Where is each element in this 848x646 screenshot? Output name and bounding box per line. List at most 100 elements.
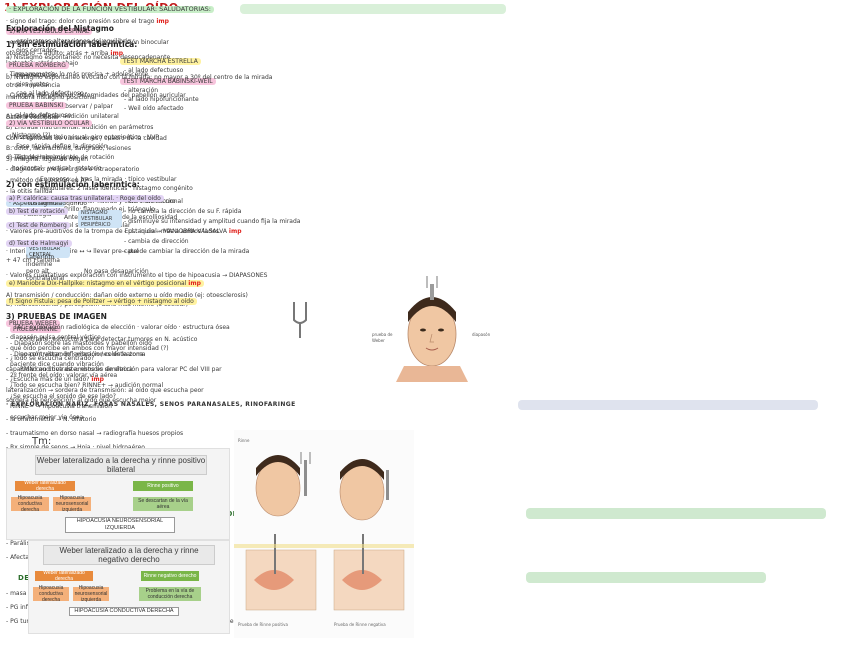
card-box: Hipoacusia conductiva derecha [33, 585, 69, 603]
card-title: Weber lateralizado a la derecha y rinne … [35, 455, 207, 475]
note-line: B) Entrada instrumental: audición en par… [6, 124, 154, 131]
note-line: · Cuerpos del pabellón: deformidades del… [6, 92, 186, 100]
svg-text:Rinne: Rinne [238, 438, 250, 443]
note-line: - exploramos alteraciones del equilibrio [12, 38, 131, 45]
note-line: - no cambia la dirección de su F. rápida [124, 208, 242, 215]
card-result: HIPOACUSIA NEUROSENSORIAL IZQUIERDA [65, 517, 175, 533]
note-line: b) Test de rotación [6, 208, 68, 215]
note-line: Pendulares: 2 fases idénticas · nistagmo… [40, 185, 193, 192]
note-line: - Nistagmo adquirido [24, 200, 87, 207]
note-line: c) Nistagmo en tirón visual: giro optoci… [6, 134, 159, 141]
card-title: Weber lateralizado a la derecha y rinne … [43, 545, 215, 565]
note-line: - Rx simple de senos → Hoja · nivel hidr… [6, 444, 145, 451]
note-line: maniobra nistagmo posicional [6, 94, 97, 101]
note-line: - ojos cerrados [12, 47, 57, 54]
note-line: a) Nistagmo espontáneo: no necesita dese… [6, 54, 171, 61]
note-line: - alteración [124, 87, 159, 94]
section-weber: PRUEBA WEBER [6, 320, 60, 327]
note-line: No pasa desaparición [84, 268, 149, 275]
note-line: - ¿Todo se escucha centrado? [6, 355, 95, 362]
note-line: · Valores cualitativos exploración con i… [6, 272, 268, 279]
section-nose: · EXPLORACIÓN NARIZ, FOSAS NASALES, SENO… [6, 401, 296, 408]
svg-text:Prueba de Rinne negativa: Prueba de Rinne negativa [334, 622, 386, 627]
note-line: c) Test de Romberg [6, 222, 70, 229]
note-line: Brillo: flanqueado ej. triángulo [64, 206, 155, 213]
note-line: estimulación del sistema vestibular [24, 222, 130, 229]
note-line: - traumatismo en dorso nasal → radiograf… [6, 430, 184, 437]
tuning-fork-icon [286, 300, 314, 340]
subsection-no-stimulation: 1) sin estimulación laberíntica: [6, 40, 138, 49]
card-box: Weber lateralizado derecha [15, 480, 75, 492]
note-line: + 47 cm Ftalteina [6, 257, 60, 264]
note-line: escuchar mejor via ósea [10, 413, 84, 421]
note-line: B: dolor, laceraciones, sangrado, lesion… [6, 145, 131, 153]
note-line: A) transmisión / conducción: dañan oído … [6, 292, 248, 299]
result-card-1: Weber lateralizado a la derecha y rinne … [6, 448, 230, 540]
subsection-stimulation: 2) con estimulación laberíntica: [6, 180, 140, 189]
label-marcha: TEST MARCHA ESTRELLA [120, 58, 201, 65]
note-line: · exploración con: otomicroscopio con vi… [6, 39, 169, 47]
subsection-imaging: 3) PRUEBAS DE IMAGEN [6, 312, 107, 321]
column-nystagmus [514, 0, 848, 646]
note-line: · Valores pre-auditivos de la trompa de … [6, 228, 242, 235]
rinne-illustration: Rinne Prueba de Rinne positiva Prueba de… [234, 430, 414, 638]
note-line: - Tipo de movimiento [12, 154, 76, 161]
note-line: ¿Todo se escucha bien? RINNE+ → audición… [10, 382, 164, 389]
note-line: - método de elección en AP [6, 177, 89, 184]
note-line: - pl.: inicial: más a ambos lados [124, 228, 219, 235]
section-rinne: PRUEBA RINNE [10, 326, 61, 333]
note-line: otros: impedancia [6, 81, 61, 89]
note-line: Con → cantidad de vibraciones / cuadro d… [6, 134, 167, 142]
note-line: - puede cambiar la dirección de la mirad… [124, 248, 250, 255]
card-box: Hipoacusia neurosensorial izquierda [53, 495, 91, 513]
note-line: - qué oído percibe en ambos con mayor in… [6, 344, 169, 352]
note-line: - al lado defectuoso [124, 67, 184, 74]
note-line: RINNE− → hipoacusia transmisión [10, 403, 112, 410]
note-line: - pies juntos [12, 81, 49, 88]
note-line: - cambia de dirección [124, 238, 189, 245]
note-line: b) Nistagmo espontáneo evocado con la mi… [6, 74, 273, 81]
note-line: paciente dice cuando vibración [10, 361, 104, 368]
note-line: - Weil oído afectado [124, 105, 184, 112]
note-line: otoscopio → adulto: atrás + arriba imp [6, 49, 123, 57]
note-line: - al lado hipofuncionante [124, 96, 199, 103]
note-line: - disminuye su intensidad y amplitud cua… [124, 218, 301, 225]
note-line: - Fase rápida define la dirección [12, 143, 108, 150]
note-line: · signo del trago: dolor con presión sob… [6, 18, 169, 25]
subsection-vestibulo-ocular: 2) VÍA VESTÍBULO OCULAR [6, 120, 93, 127]
column-vestibular [236, 0, 508, 646]
note-line: ¿Se escucha el sonido de ese lado? [10, 392, 116, 400]
label-babinski: PRUEBA BABINSKI [6, 102, 67, 109]
card-box: Hipoacusia conductiva derecha [11, 495, 49, 513]
note-line: capacidad auditiva de ambos es simétrica [6, 365, 133, 373]
note-line: horizontal · vertical · rotatorio [12, 165, 102, 172]
highlight-band [518, 400, 818, 410]
result-card-2: Weber lateralizado a la derecha y rinne … [28, 540, 230, 634]
note-line: - Diapasón sobre las mastoides y pabelló… [10, 340, 152, 347]
highlight-band [526, 572, 766, 583]
note-line: RMN con contraste: estudio de elección p… [20, 366, 222, 373]
note-line: En reposo: ↓ tras la mirada · típico ves… [40, 176, 177, 183]
note-line: A) Características: audición unilateral [6, 113, 119, 121]
note-line: f) Signo Fistula: pesa de Politzer → vér… [6, 298, 197, 305]
highlight-band [240, 4, 506, 14]
note-line: contralateral [26, 275, 65, 282]
note-line: d) Test de Halmagyi [6, 240, 72, 247]
note-line: Laberinto [26, 254, 55, 261]
note-line: - al lado defectuoso [12, 112, 72, 119]
note-line: - diagnóstico prequirúrgico e intraopera… [6, 166, 140, 174]
label-romberg: PRUEBA ROMBERG [6, 62, 69, 69]
note-line: - cae al lado defectuoso [12, 90, 84, 97]
note-line: e) Maniobra Dix-Hallpike: nistagmo en el… [6, 280, 204, 287]
note-line: sordera de percepción: al oído que escuc… [6, 397, 157, 404]
card-box: Se descartan de la vía aérea [133, 497, 193, 511]
highlight-band [526, 508, 826, 519]
subsection-vestibulo-spinal: 1) VÍA VESTIBULO ESPINAL [6, 28, 93, 35]
card-box: Weber lateralizado derecha [35, 570, 93, 582]
card-box: Rinne negativo derecho [141, 571, 199, 581]
label-babinski-weil: TEST MARCHA BABINSKI-WEIL [120, 78, 216, 85]
svg-text:Weber: Weber [372, 338, 385, 343]
note-line: 3) Imagina: lugar de origen [6, 155, 89, 163]
note-line: pero alt. [26, 268, 52, 275]
note-line: contraste: estructura para detectar tumo… [20, 336, 198, 343]
